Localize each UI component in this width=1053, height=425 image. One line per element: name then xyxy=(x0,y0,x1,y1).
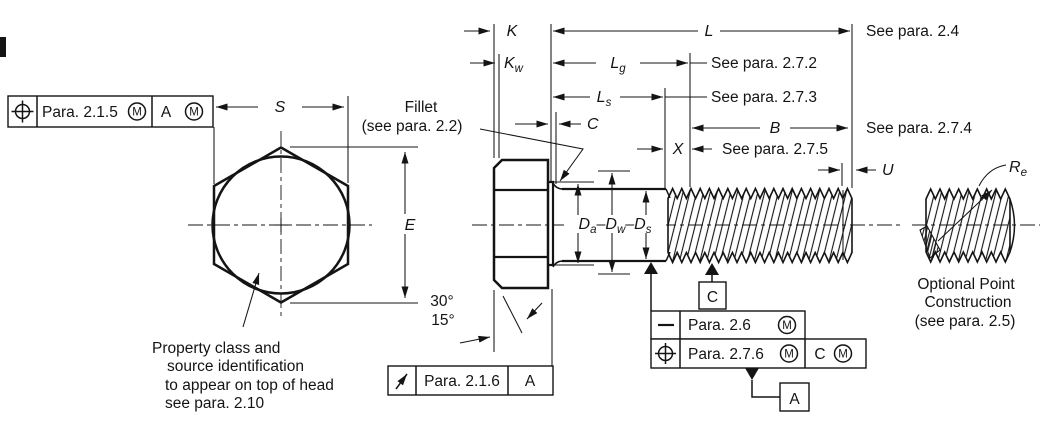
caption-line: Optional Point xyxy=(917,276,1015,293)
mmc-modifier-icon: M xyxy=(127,102,147,121)
dim-label-Da-Dw-Ds: Da–Dw–Ds xyxy=(579,216,652,236)
dimension-B: B See para. 2.7.4 xyxy=(692,120,972,137)
fcf-runout-2-1-6: Para. 2.1.6 A xyxy=(387,289,554,396)
note-see-para-2-7-4: See para. 2.7.4 xyxy=(866,120,972,137)
extension-lines xyxy=(493,24,853,188)
mmc-modifier-icon: M xyxy=(777,315,797,335)
fcf-straightness-2-6: Para. 2.6 M xyxy=(650,310,806,340)
dim-label-Ls: Ls xyxy=(597,89,612,109)
note-see-para-2-7-3: See para. 2.7.3 xyxy=(711,89,817,106)
hex-head-side-view xyxy=(492,158,555,290)
svg-text:M: M xyxy=(132,107,142,119)
note-line: Property class and xyxy=(152,340,280,357)
dim-label-Re: Re xyxy=(1009,159,1027,179)
dimension-Kw: Kw xyxy=(470,55,524,75)
washer-face xyxy=(548,180,555,267)
datum-feature-shank xyxy=(644,262,658,311)
dim-label-K: K xyxy=(507,23,519,40)
mmc-modifier-icon: M xyxy=(779,344,799,363)
note-fillet: Fillet xyxy=(405,99,438,116)
dimension-L: L See para. 2.4 xyxy=(553,23,959,40)
note-line: source identification xyxy=(167,358,304,375)
dim-label-E: E xyxy=(405,217,416,234)
fillet-note: Fillet (see para. 2.2) xyxy=(362,99,584,182)
svg-text:M: M xyxy=(189,107,199,119)
dimension-Ls: Ls See para. 2.7.3 xyxy=(553,89,817,109)
note-see-para-2-7-5: See para. 2.7.5 xyxy=(722,141,828,158)
hex-head-front-view xyxy=(188,131,372,318)
dim-label-Kw: Kw xyxy=(504,55,524,75)
svg-text:M: M xyxy=(838,349,848,361)
note-line: see para. 2.10 xyxy=(165,395,264,412)
dim-label-C: C xyxy=(587,116,599,133)
caption-line: Construction xyxy=(924,294,1011,311)
hexagon-outline xyxy=(212,146,350,304)
datum-C-label: C xyxy=(707,289,718,306)
head-circle xyxy=(211,155,351,295)
dimension-U: U xyxy=(818,162,894,179)
dim-label-X: X xyxy=(672,141,685,158)
datum-A-flag: A xyxy=(745,368,810,412)
dimension-X: X See para. 2.7.5 xyxy=(637,141,828,158)
fcf-tolerance-label: Para. 2.7.6 xyxy=(688,346,764,363)
thread-profile xyxy=(667,186,853,265)
diameter-dimensions: Da–Dw–Ds xyxy=(554,170,666,275)
fcf-datum-label: A xyxy=(161,104,172,121)
dimension-C: C xyxy=(515,116,599,133)
mmc-modifier-icon: M xyxy=(833,344,853,363)
position-symbol-icon xyxy=(11,100,34,123)
fillet-leader xyxy=(479,128,584,182)
angle-15-label: 15° xyxy=(431,312,454,329)
dimension-K: K xyxy=(464,23,519,40)
threaded-section xyxy=(667,186,853,265)
dim-label-B: B xyxy=(770,120,781,137)
circular-runout-icon xyxy=(395,373,408,390)
stub-end-arc xyxy=(1009,198,1016,253)
head-outline xyxy=(492,158,550,290)
fcf-tolerance-label: Para. 2.6 xyxy=(688,317,751,334)
note-see-para-2-4: See para. 2.4 xyxy=(866,23,959,40)
dim-label-L: L xyxy=(705,23,714,40)
fcf-datum-label: A xyxy=(525,373,536,390)
dimension-S: S xyxy=(213,96,349,184)
dim-label-U: U xyxy=(882,162,894,179)
dimension-Lg: Lg See para. 2.7.2 xyxy=(553,55,817,75)
fillet-radius xyxy=(552,182,564,190)
caption-line: (see para. 2.5) xyxy=(915,313,1016,330)
position-symbol-icon xyxy=(655,343,676,364)
dim-label-S: S xyxy=(275,99,286,116)
dim-label-Lg: Lg xyxy=(610,55,626,75)
head-chamfer-angle-callout: 30° 15° xyxy=(430,290,543,352)
scan-artifact xyxy=(0,37,6,57)
property-class-note: Property class and source identification… xyxy=(152,272,334,412)
note-line: to appear on top of head xyxy=(165,377,334,394)
dimension-E: E xyxy=(290,146,421,304)
fcf-tolerance-label: Para. 2.1.5 xyxy=(42,104,118,121)
point-chamfer-wedge xyxy=(919,225,941,259)
svg-text:M: M xyxy=(782,320,792,332)
optional-point-construction: Re Optional Point Construction (see para… xyxy=(912,159,1040,330)
fcf-position-2-7-6: Para. 2.7.6 M C M xyxy=(650,338,867,369)
fcf-tolerance-label: Para. 2.1.6 xyxy=(424,373,500,390)
datum-A-label: A xyxy=(789,391,800,408)
datum-C-flag: C xyxy=(698,263,727,310)
svg-text:M: M xyxy=(784,349,794,361)
note-fillet-para: (see para. 2.2) xyxy=(362,118,463,135)
angle-30-label: 30° xyxy=(430,293,453,310)
fillet-radius xyxy=(552,260,564,268)
fcf-position-2-1-5: Para. 2.1.5 M A M xyxy=(7,95,214,128)
point-radius-arrow xyxy=(937,189,993,242)
fcf-datum-label: C xyxy=(814,346,825,363)
mmc-modifier-icon: M xyxy=(184,102,204,121)
Re-leader xyxy=(978,164,1007,187)
note-see-para-2-7-2: See para. 2.7.2 xyxy=(711,55,817,72)
